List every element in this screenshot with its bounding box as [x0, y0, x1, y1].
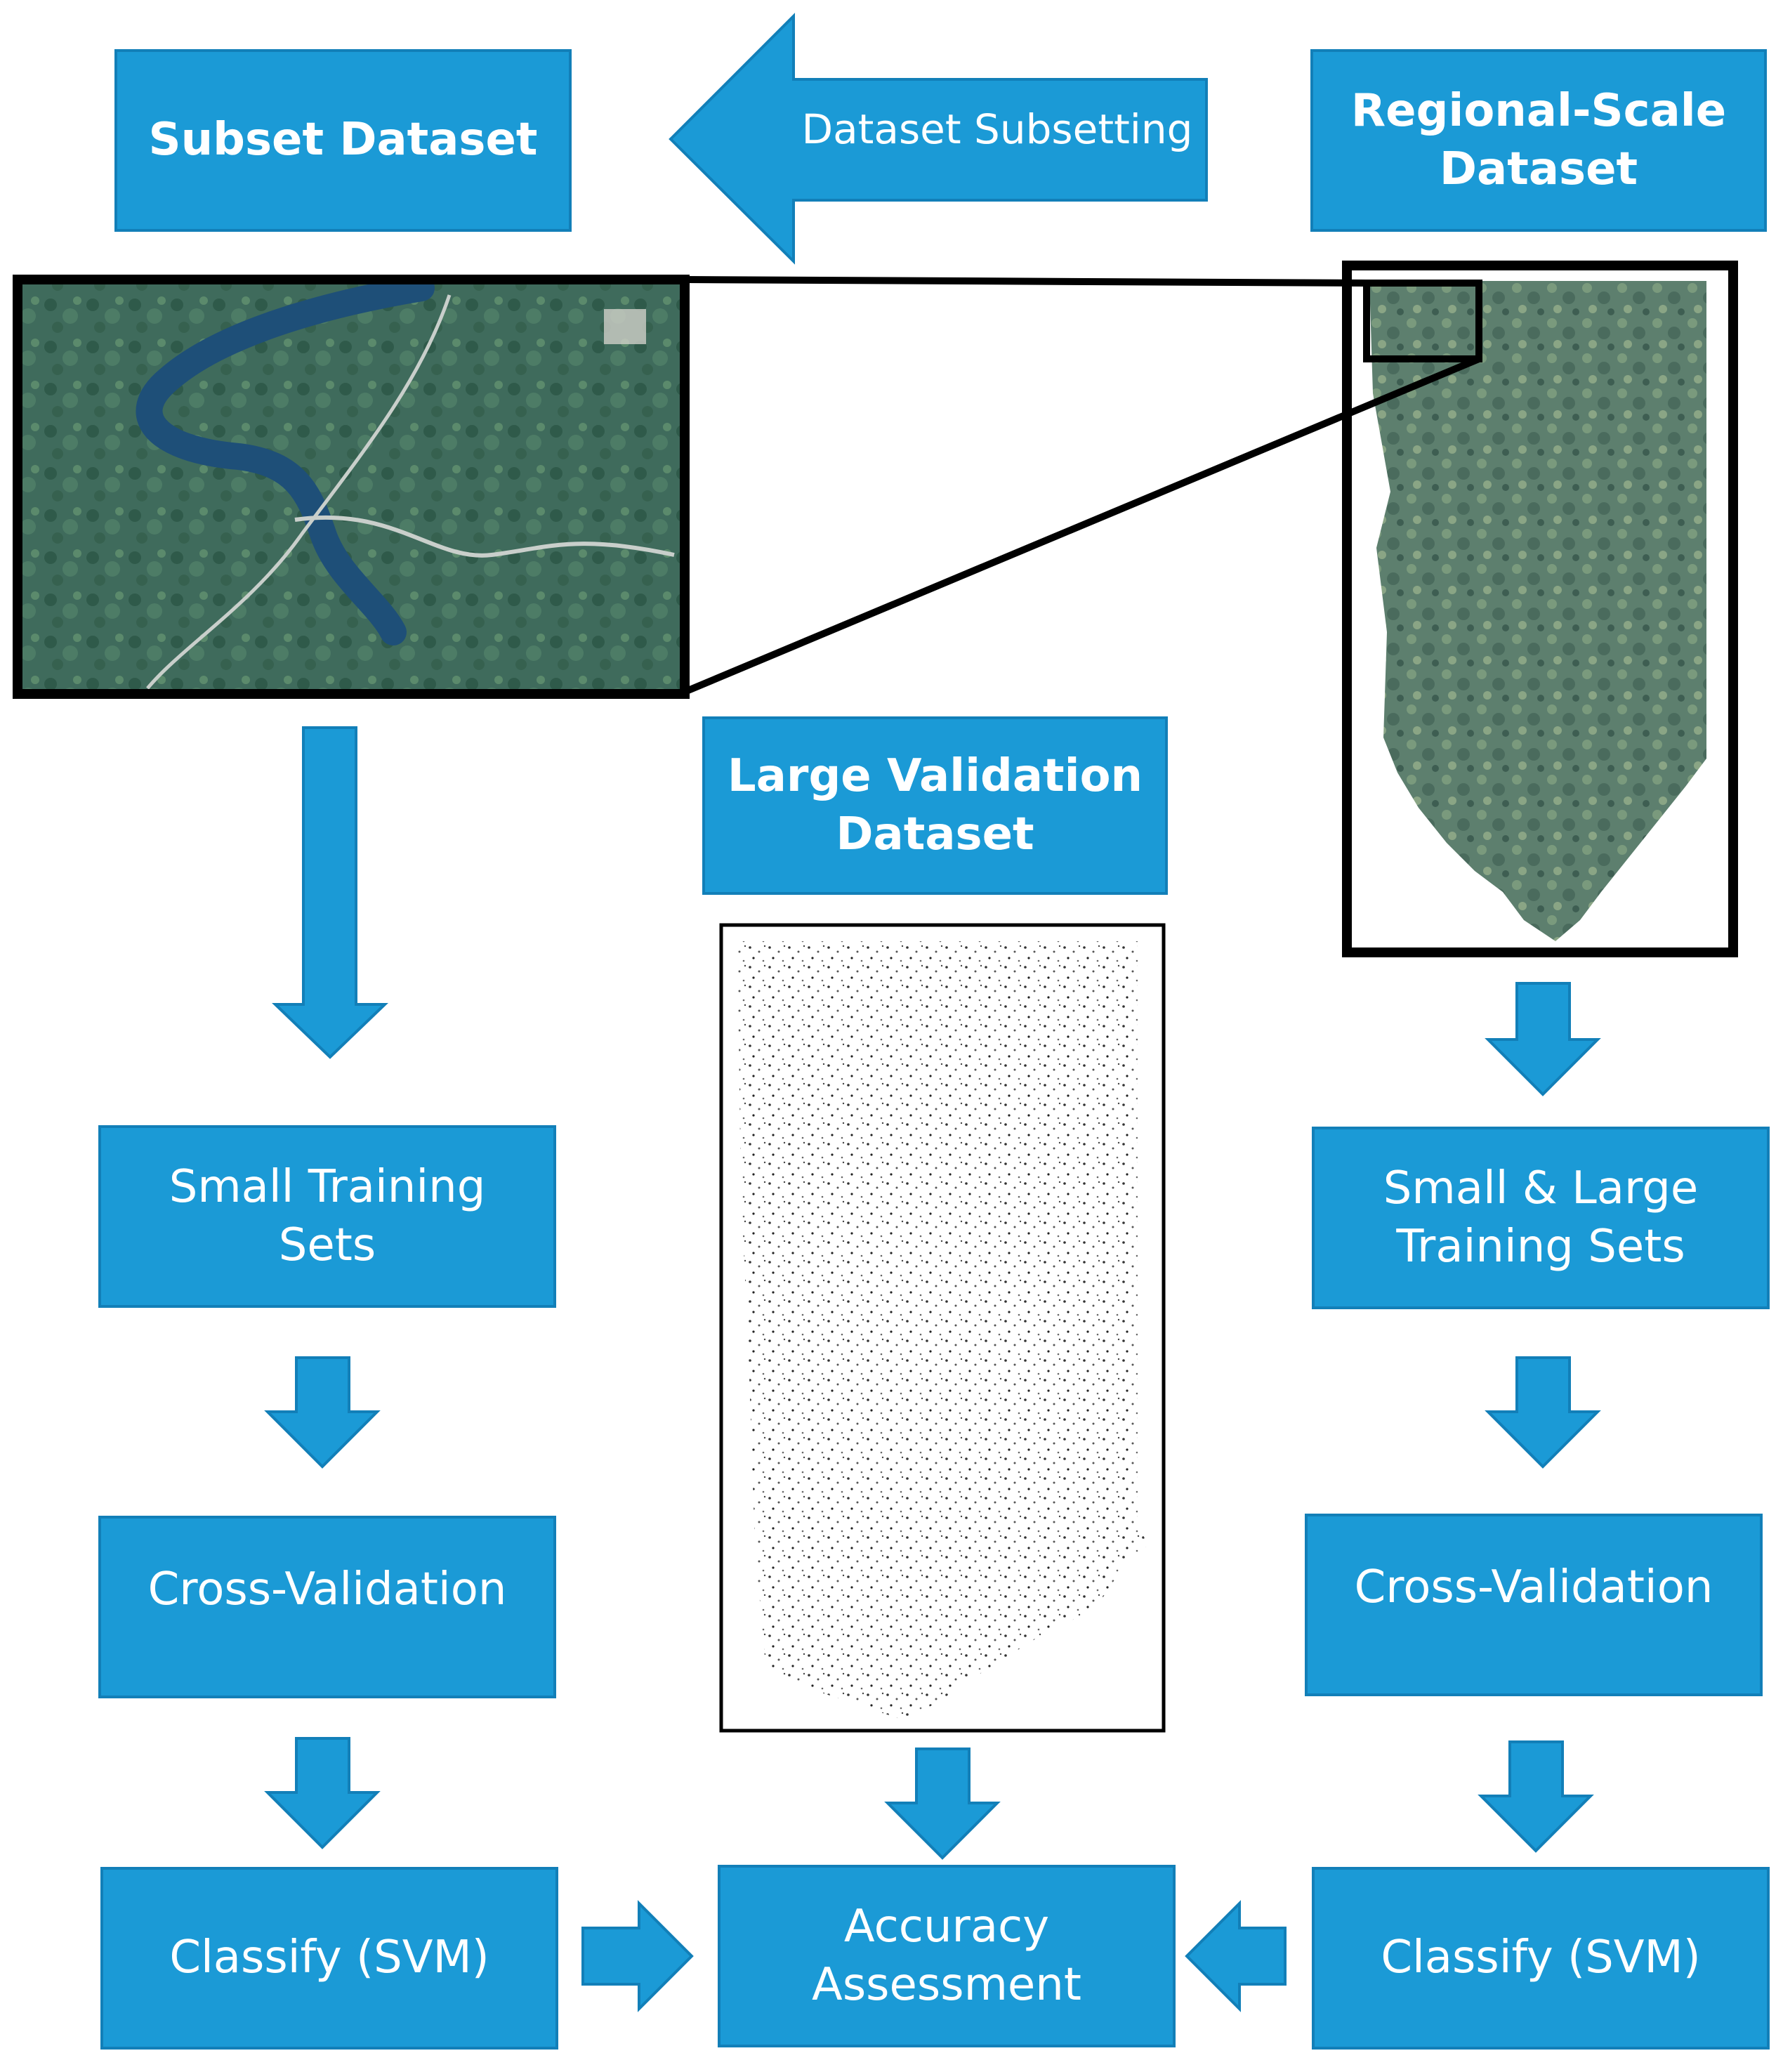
cross-validation-left-box: Cross-Validation [98, 1516, 556, 1698]
subset-image-frame [13, 275, 690, 699]
small-large-training-box: Small & Large Training Sets [1312, 1127, 1770, 1309]
regional-zoom-box [1363, 280, 1482, 362]
down-arrow-icon [264, 1737, 381, 1849]
validation-points-map [737, 941, 1148, 1721]
subset-dataset-box: Subset Dataset [114, 49, 572, 232]
down-arrow-icon [1485, 1356, 1601, 1469]
classify-left-label: Classify (SVM) [169, 1932, 489, 1984]
dataset-subsetting-label: Dataset Subsetting [801, 105, 1193, 153]
down-arrow-icon [264, 1356, 381, 1469]
accuracy-assessment-label: Accuracy Assessment [812, 1900, 1081, 2011]
regional-satellite-image [1369, 281, 1706, 941]
left-arrow-icon [1185, 1900, 1287, 2012]
classify-left-box: Classify (SVM) [100, 1867, 558, 2050]
regional-dataset-label: Regional-Scale Dataset [1350, 84, 1727, 195]
subset-dataset-label: Subset Dataset [148, 114, 538, 166]
regional-image-frame [1342, 261, 1738, 957]
small-training-label: Small Training Sets [169, 1160, 486, 1271]
down-arrow-icon [1478, 1740, 1594, 1853]
small-training-box: Small Training Sets [98, 1125, 556, 1308]
down-arrow-icon [272, 726, 388, 1059]
zoom-connector-bottom [683, 355, 1480, 695]
down-arrow-icon [1485, 982, 1601, 1096]
zoom-connector-top [684, 276, 1367, 287]
left-arrow-icon [669, 13, 1208, 265]
cross-validation-right-label: Cross-Validation [1354, 1561, 1713, 1613]
subset-satellite-image [18, 275, 685, 694]
down-arrow-icon [884, 1748, 1001, 1860]
accuracy-assessment-box: Accuracy Assessment [718, 1865, 1176, 2047]
small-large-training-label: Small & Large Training Sets [1383, 1162, 1699, 1273]
regional-dataset-box: Regional-Scale Dataset [1310, 49, 1767, 232]
cross-validation-right-box: Cross-Validation [1305, 1514, 1763, 1696]
cross-validation-left-label: Cross-Validation [147, 1563, 507, 1615]
classify-right-box: Classify (SVM) [1312, 1867, 1770, 2050]
classify-right-label: Classify (SVM) [1381, 1932, 1701, 1984]
large-validation-label: Large Validation Dataset [727, 749, 1143, 860]
right-arrow-icon [581, 1900, 694, 2012]
large-validation-box: Large Validation Dataset [702, 716, 1168, 895]
